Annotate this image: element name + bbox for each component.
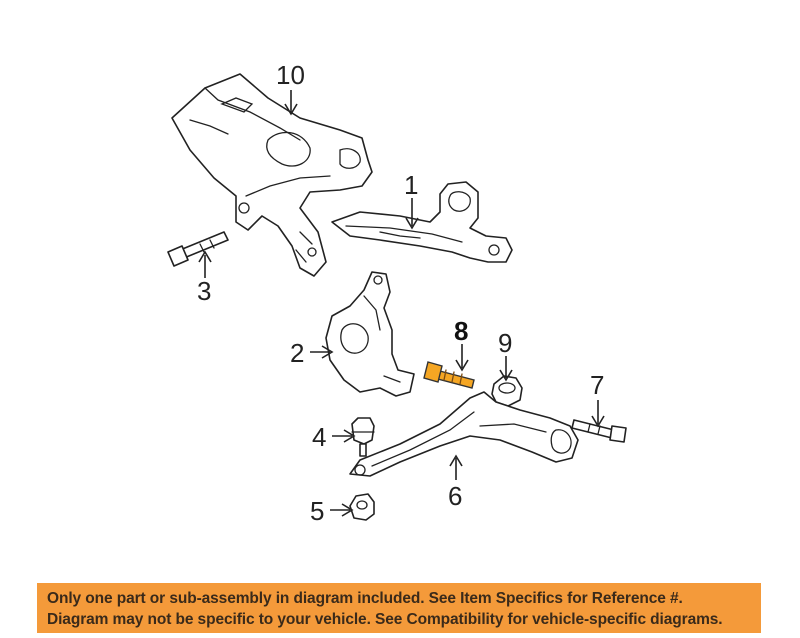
part-4-ball-joint [351, 417, 375, 457]
callout-8: 8 [454, 316, 468, 346]
part-3-bolt [167, 231, 229, 267]
parts-diagram: 10 1 3 2 8 9 7 4 6 5 [167, 60, 627, 526]
part-2-knuckle [325, 271, 415, 397]
callout-5: 5 [310, 496, 324, 526]
part-6-control-arm [349, 391, 579, 477]
part-8-bolt-highlighted [423, 361, 475, 389]
part-10-subframe [171, 73, 373, 277]
disclaimer-line-2: Diagram may not be specific to your vehi… [47, 611, 723, 628]
callout-9: 9 [498, 328, 512, 358]
disclaimer-line-1: Only one part or sub-assembly in diagram… [47, 590, 683, 607]
callout-3: 3 [197, 276, 211, 306]
callout-6: 6 [448, 481, 462, 511]
part-7-bolt [571, 419, 627, 443]
callout-4: 4 [312, 422, 326, 452]
part-5-nut [349, 493, 375, 521]
callout-2: 2 [290, 338, 304, 368]
callout-10: 10 [276, 60, 305, 90]
disclaimer-banner: Only one part or sub-assembly in diagram… [37, 583, 761, 633]
callout-1: 1 [404, 170, 418, 200]
part-1-mount [331, 181, 513, 263]
leader-lines [198, 90, 605, 517]
callout-7: 7 [590, 370, 604, 400]
